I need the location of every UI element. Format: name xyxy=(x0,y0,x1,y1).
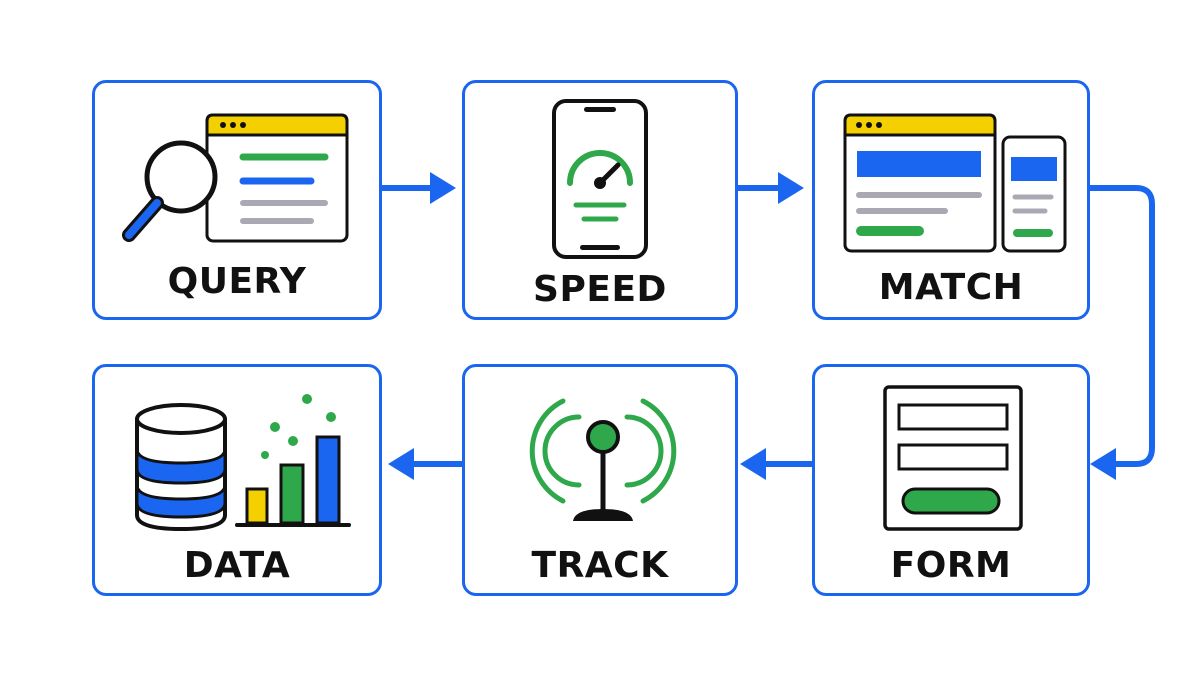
arrow-speed-to-match xyxy=(738,172,804,204)
step-label-form: FORM xyxy=(890,545,1012,586)
step-data: DATA xyxy=(92,364,382,596)
signal-tower-icon xyxy=(529,398,677,521)
step-label-track: TRACK xyxy=(531,545,669,586)
arrow-query-to-speed xyxy=(382,172,456,204)
step-match: MATCH xyxy=(812,80,1090,320)
step-form: FORM xyxy=(812,364,1090,596)
arrow-form-to-track xyxy=(740,448,812,480)
arrow-track-to-data xyxy=(388,448,462,480)
step-label-data: DATA xyxy=(183,545,291,586)
step-speed: SPEED xyxy=(462,80,738,320)
arrow-match-to-form xyxy=(1087,185,1155,480)
bar-chart-icon xyxy=(235,394,351,527)
step-label-query: QUERY xyxy=(167,261,307,302)
database-chart-icon xyxy=(135,394,351,532)
database-icon xyxy=(135,403,227,532)
phone-speedometer-icon xyxy=(552,99,648,259)
step-label-match: MATCH xyxy=(878,267,1024,308)
step-track: TRACK xyxy=(462,364,738,596)
search-results-icon xyxy=(122,113,349,243)
step-label-speed: SPEED xyxy=(533,269,667,310)
responsive-layout-icon xyxy=(843,113,1067,253)
step-query: QUERY xyxy=(92,80,382,320)
form-icon xyxy=(883,385,1023,531)
